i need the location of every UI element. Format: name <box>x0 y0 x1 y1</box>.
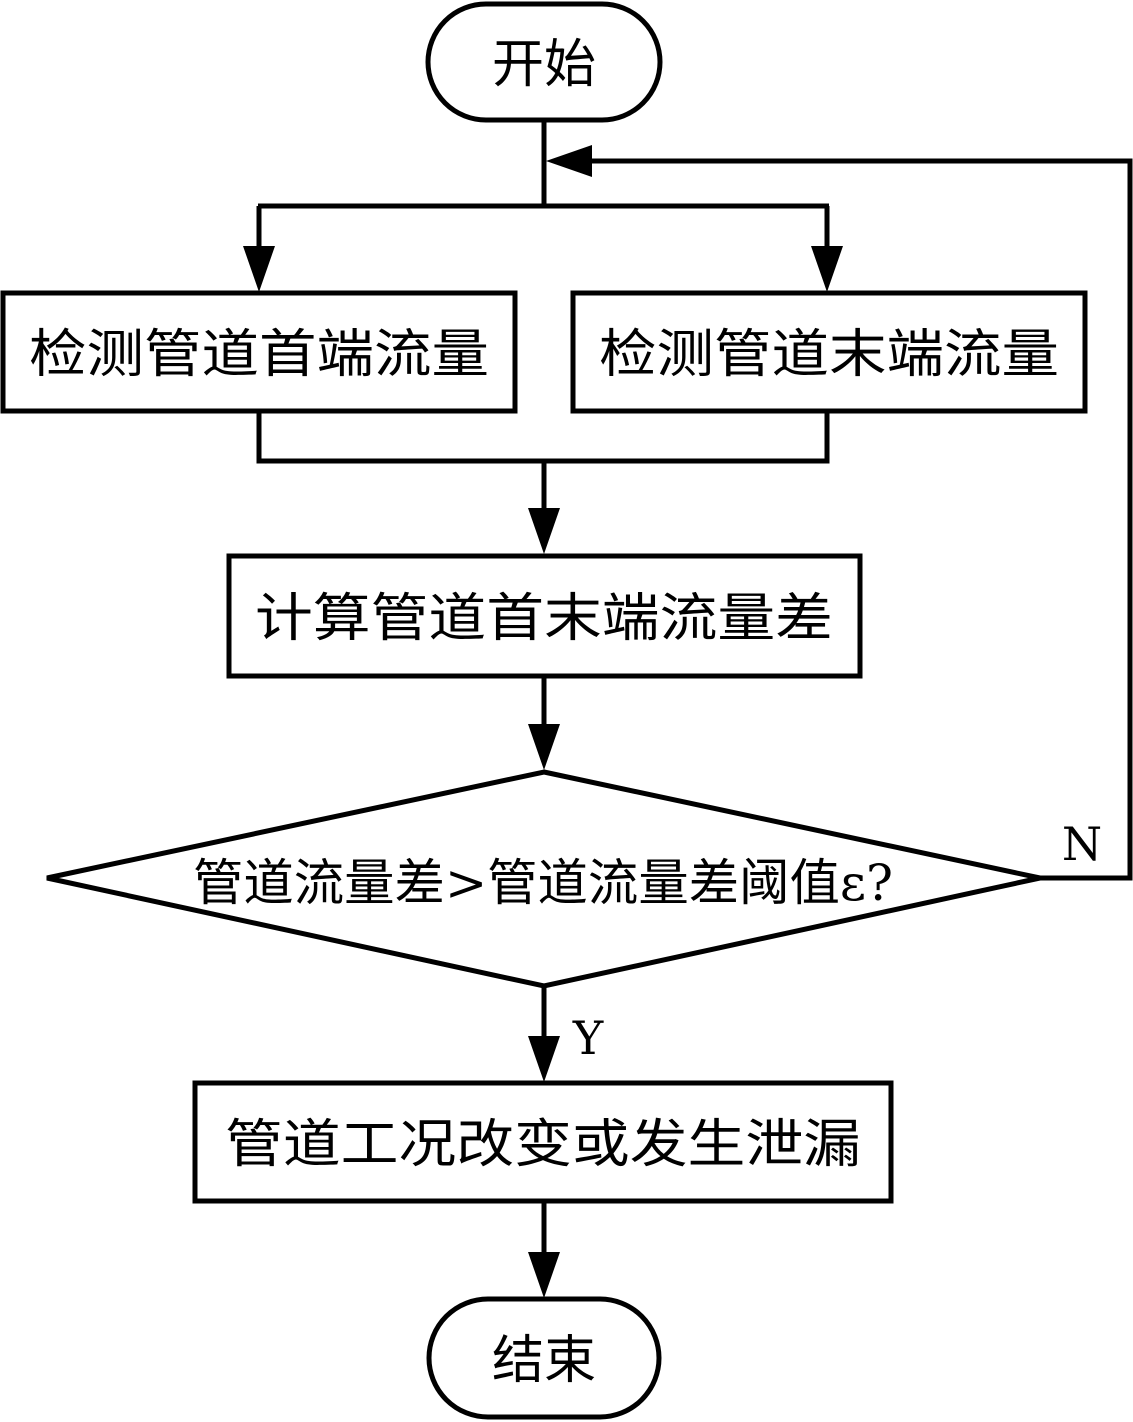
detect-head-node: 检测管道首端流量 <box>0 290 518 414</box>
start-label: 开始 <box>492 35 596 95</box>
result-label: 管道工况改变或发生泄漏 <box>225 1115 861 1175</box>
end-node: 结束 <box>426 1296 662 1420</box>
detect-head-label: 检测管道首端流量 <box>29 325 489 385</box>
result-node: 管道工况改变或发生泄漏 <box>192 1080 894 1204</box>
head-arrowhead <box>243 246 275 292</box>
decision-label: 管道流量差>管道流量差阈值ε? <box>193 854 893 912</box>
decision-arrowhead <box>528 724 560 770</box>
yes-branch-label: Y <box>572 1011 604 1065</box>
compute-diff-label: 计算管道首末端流量差 <box>255 589 833 649</box>
compute-diff-node: 计算管道首末端流量差 <box>226 553 863 679</box>
edge-no-loop <box>592 158 1133 881</box>
edge-merge <box>256 411 830 464</box>
detect-tail-node: 检测管道末端流量 <box>570 290 1088 414</box>
yes-arrowhead <box>528 1036 560 1082</box>
compute-arrowhead <box>528 508 560 554</box>
loop-arrowhead <box>546 145 592 177</box>
detect-tail-label: 检测管道末端流量 <box>599 325 1059 385</box>
start-node: 开始 <box>425 1 663 123</box>
tail-arrowhead <box>811 246 843 292</box>
decision-node: 管道流量差>管道流量差阈值ε? <box>46 769 1041 989</box>
end-label: 结束 <box>492 1331 596 1391</box>
no-branch-label: N <box>1062 817 1102 871</box>
end-arrowhead <box>528 1252 560 1298</box>
